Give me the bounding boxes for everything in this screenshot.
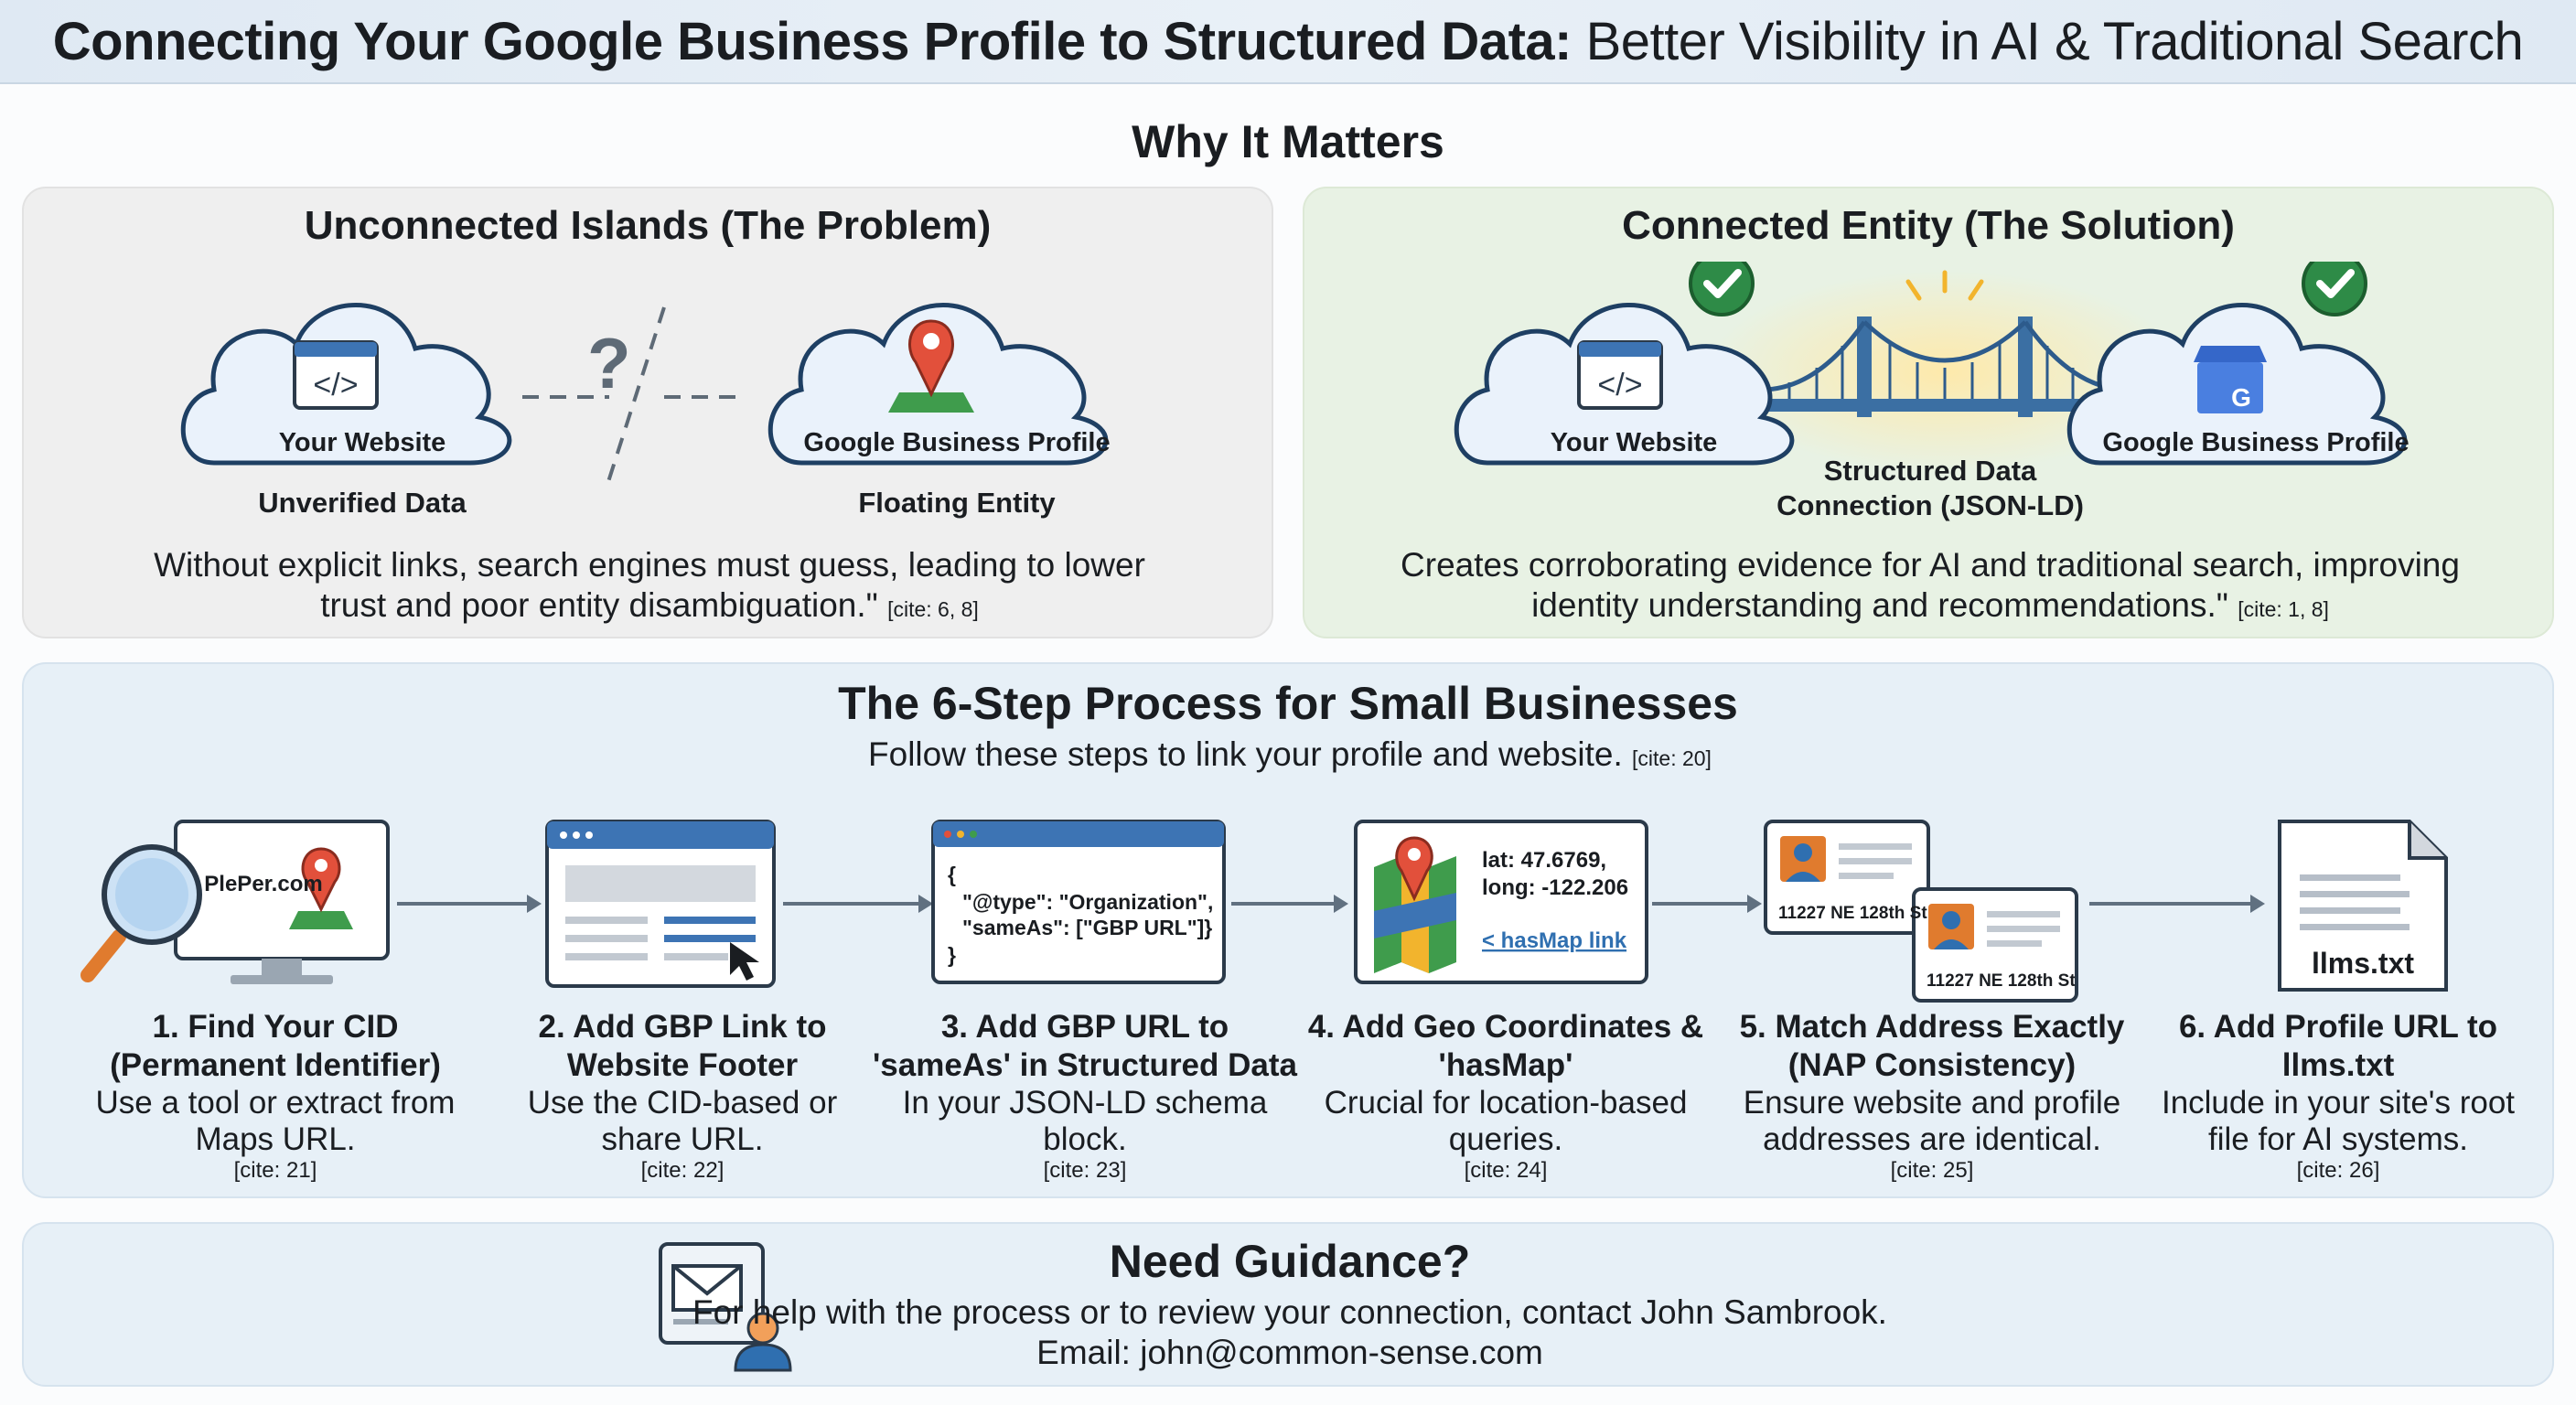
step-6: 6. Add Profile URL to llms.txt Include i… [2161,1009,2516,1183]
question-connector [522,306,746,491]
step-1: 1. Find Your CID (Permanent Identifier) … [95,1009,456,1183]
problem-panel: Unconnected Islands (The Problem) </> ? … [22,187,1273,638]
guidance-panel: Need Guidance? For help with the process… [22,1222,2554,1387]
solution-gbp-label: Google Business Profile [2102,428,2410,457]
svg-text:</>: </> [313,368,358,402]
problem-heading: Unconnected Islands (The Problem) [304,203,992,248]
solution-heading: Connected Entity (The Solution) [1622,203,2235,248]
code-line-1: { [948,863,956,886]
magnifier-icon [80,844,202,982]
geo-long: long: -122.206 [1482,875,1628,900]
steps-subheading: Follow these steps to link your profile … [868,735,1712,773]
code-window-icon: </> [293,340,379,410]
code-line-3: "sameAs": ["GBP URL"]} [962,916,1212,939]
question-mark: ? [587,323,631,403]
id-card-icon [1912,887,2078,1003]
code-window-icon [931,820,1226,984]
bridge-icon [1761,316,2129,417]
step-arrows [397,895,2265,913]
solution-panel: Connected Entity (The Solution) [1303,187,2554,638]
id-card-icon [1764,820,1930,935]
address-2: 11227 NE 128th St [1927,971,2076,991]
cursor-icon [730,942,759,981]
svg-text:</>: </> [1597,368,1642,402]
address-1: 11227 NE 128th St [1778,904,1927,923]
steps-illustration: PlePer.com { "@type": "Organization", "s… [80,820,2448,1003]
guidance-line-1: For help with the process or to review y… [692,1293,1887,1331]
step1-icon-text: PlePer.com [204,872,322,896]
solution-text: Creates corroborating evidence for AI an… [1401,546,2460,624]
glow-rays [1905,270,1984,301]
bridge-label: Structured Data Connection (JSON-LD) [1776,455,2084,521]
problem-text: Without explicit links, search engines m… [154,546,1145,624]
guidance-email[interactable]: Email: john@common-sense.com [1036,1334,1543,1371]
map-pin-icon [888,319,974,413]
document-icon [2278,820,2448,992]
hasmap-link: < hasMap link [1482,928,1627,953]
code-line-4: } [948,943,956,967]
problem-gbp-sublabel: Floating Entity [858,487,1056,519]
solution-website-label: Your Website [1550,428,1718,457]
code-line-2: "@type": "Organization", [962,890,1213,914]
google-business-icon: G [2194,346,2267,413]
problem-website-label: Your Website [278,428,446,457]
gbp-cloud [767,303,1109,466]
why-heading: Why It Matters [1132,116,1444,167]
llms-file-label: llms.txt [2312,947,2414,980]
svg-text:G: G [2231,383,2251,412]
envelope-icon [659,1242,765,1345]
checkmark-icon [2302,262,2367,316]
guidance-heading: Need Guidance? [1109,1236,1471,1287]
step-2: 2. Add GBP Link to Website Footer Use th… [527,1009,838,1183]
code-window-icon: </> [1577,340,1663,410]
title-bar: Connecting Your Google Business Profile … [0,0,2576,84]
problem-gbp-label: Google Business Profile [803,428,1111,457]
checkmark-icon [1689,262,1755,316]
step-4: 4. Add Geo Coordinates & 'hasMap' Crucia… [1307,1009,1704,1183]
problem-cite: [cite: 6, 8] [887,597,979,621]
step-3: 3. Add GBP URL to 'sameAs' in Structured… [872,1009,1297,1183]
solution-cite: [cite: 1, 8] [2238,597,2329,621]
steps-heading: The 6-Step Process for Small Businesses [838,678,1738,729]
map-icon [1374,836,1456,973]
person-icon [734,1312,792,1372]
monitor-icon [174,820,390,984]
solution-illustration: </> G [1454,262,2408,472]
contact-illustration [659,1242,792,1372]
steps-subcite: [cite: 20] [1632,746,1712,770]
problem-website-sublabel: Unverified Data [258,487,467,519]
geo-lat: lat: 47.6769, [1482,848,1606,873]
browser-icon [545,820,776,988]
page-title: Connecting Your Google Business Profile … [52,11,2524,71]
problem-illustration: </> [180,303,1109,491]
step-5: 5. Match Address Exactly (NAP Consistenc… [1739,1009,2125,1183]
steps-panel: The 6-Step Process for Small Businesses … [22,662,2554,1198]
